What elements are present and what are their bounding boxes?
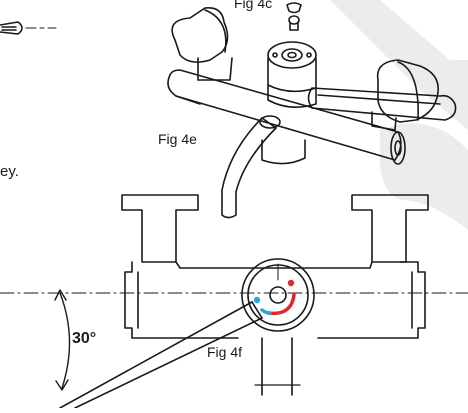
angle-indicator [54, 289, 71, 391]
fig-4e-label: Fig 4e [158, 131, 197, 147]
small-part-top-left [0, 21, 57, 35]
temperature-arc-icon [266, 292, 296, 316]
hot-indicator-icon [287, 279, 295, 287]
watermark [330, 0, 468, 230]
mixer-fig-4f [59, 194, 429, 409]
cold-indicator-icon [253, 296, 261, 304]
angle-label: 30° [72, 330, 97, 347]
temperature-arc-cold-icon [260, 308, 272, 315]
text-fragment: ey. [0, 163, 19, 180]
screw-part [286, 2, 302, 31]
fig-4c-label: Fig 4c [234, 0, 273, 11]
mixer-fig-4e [167, 6, 457, 219]
fig-4f-label: Fig 4f [207, 344, 243, 360]
